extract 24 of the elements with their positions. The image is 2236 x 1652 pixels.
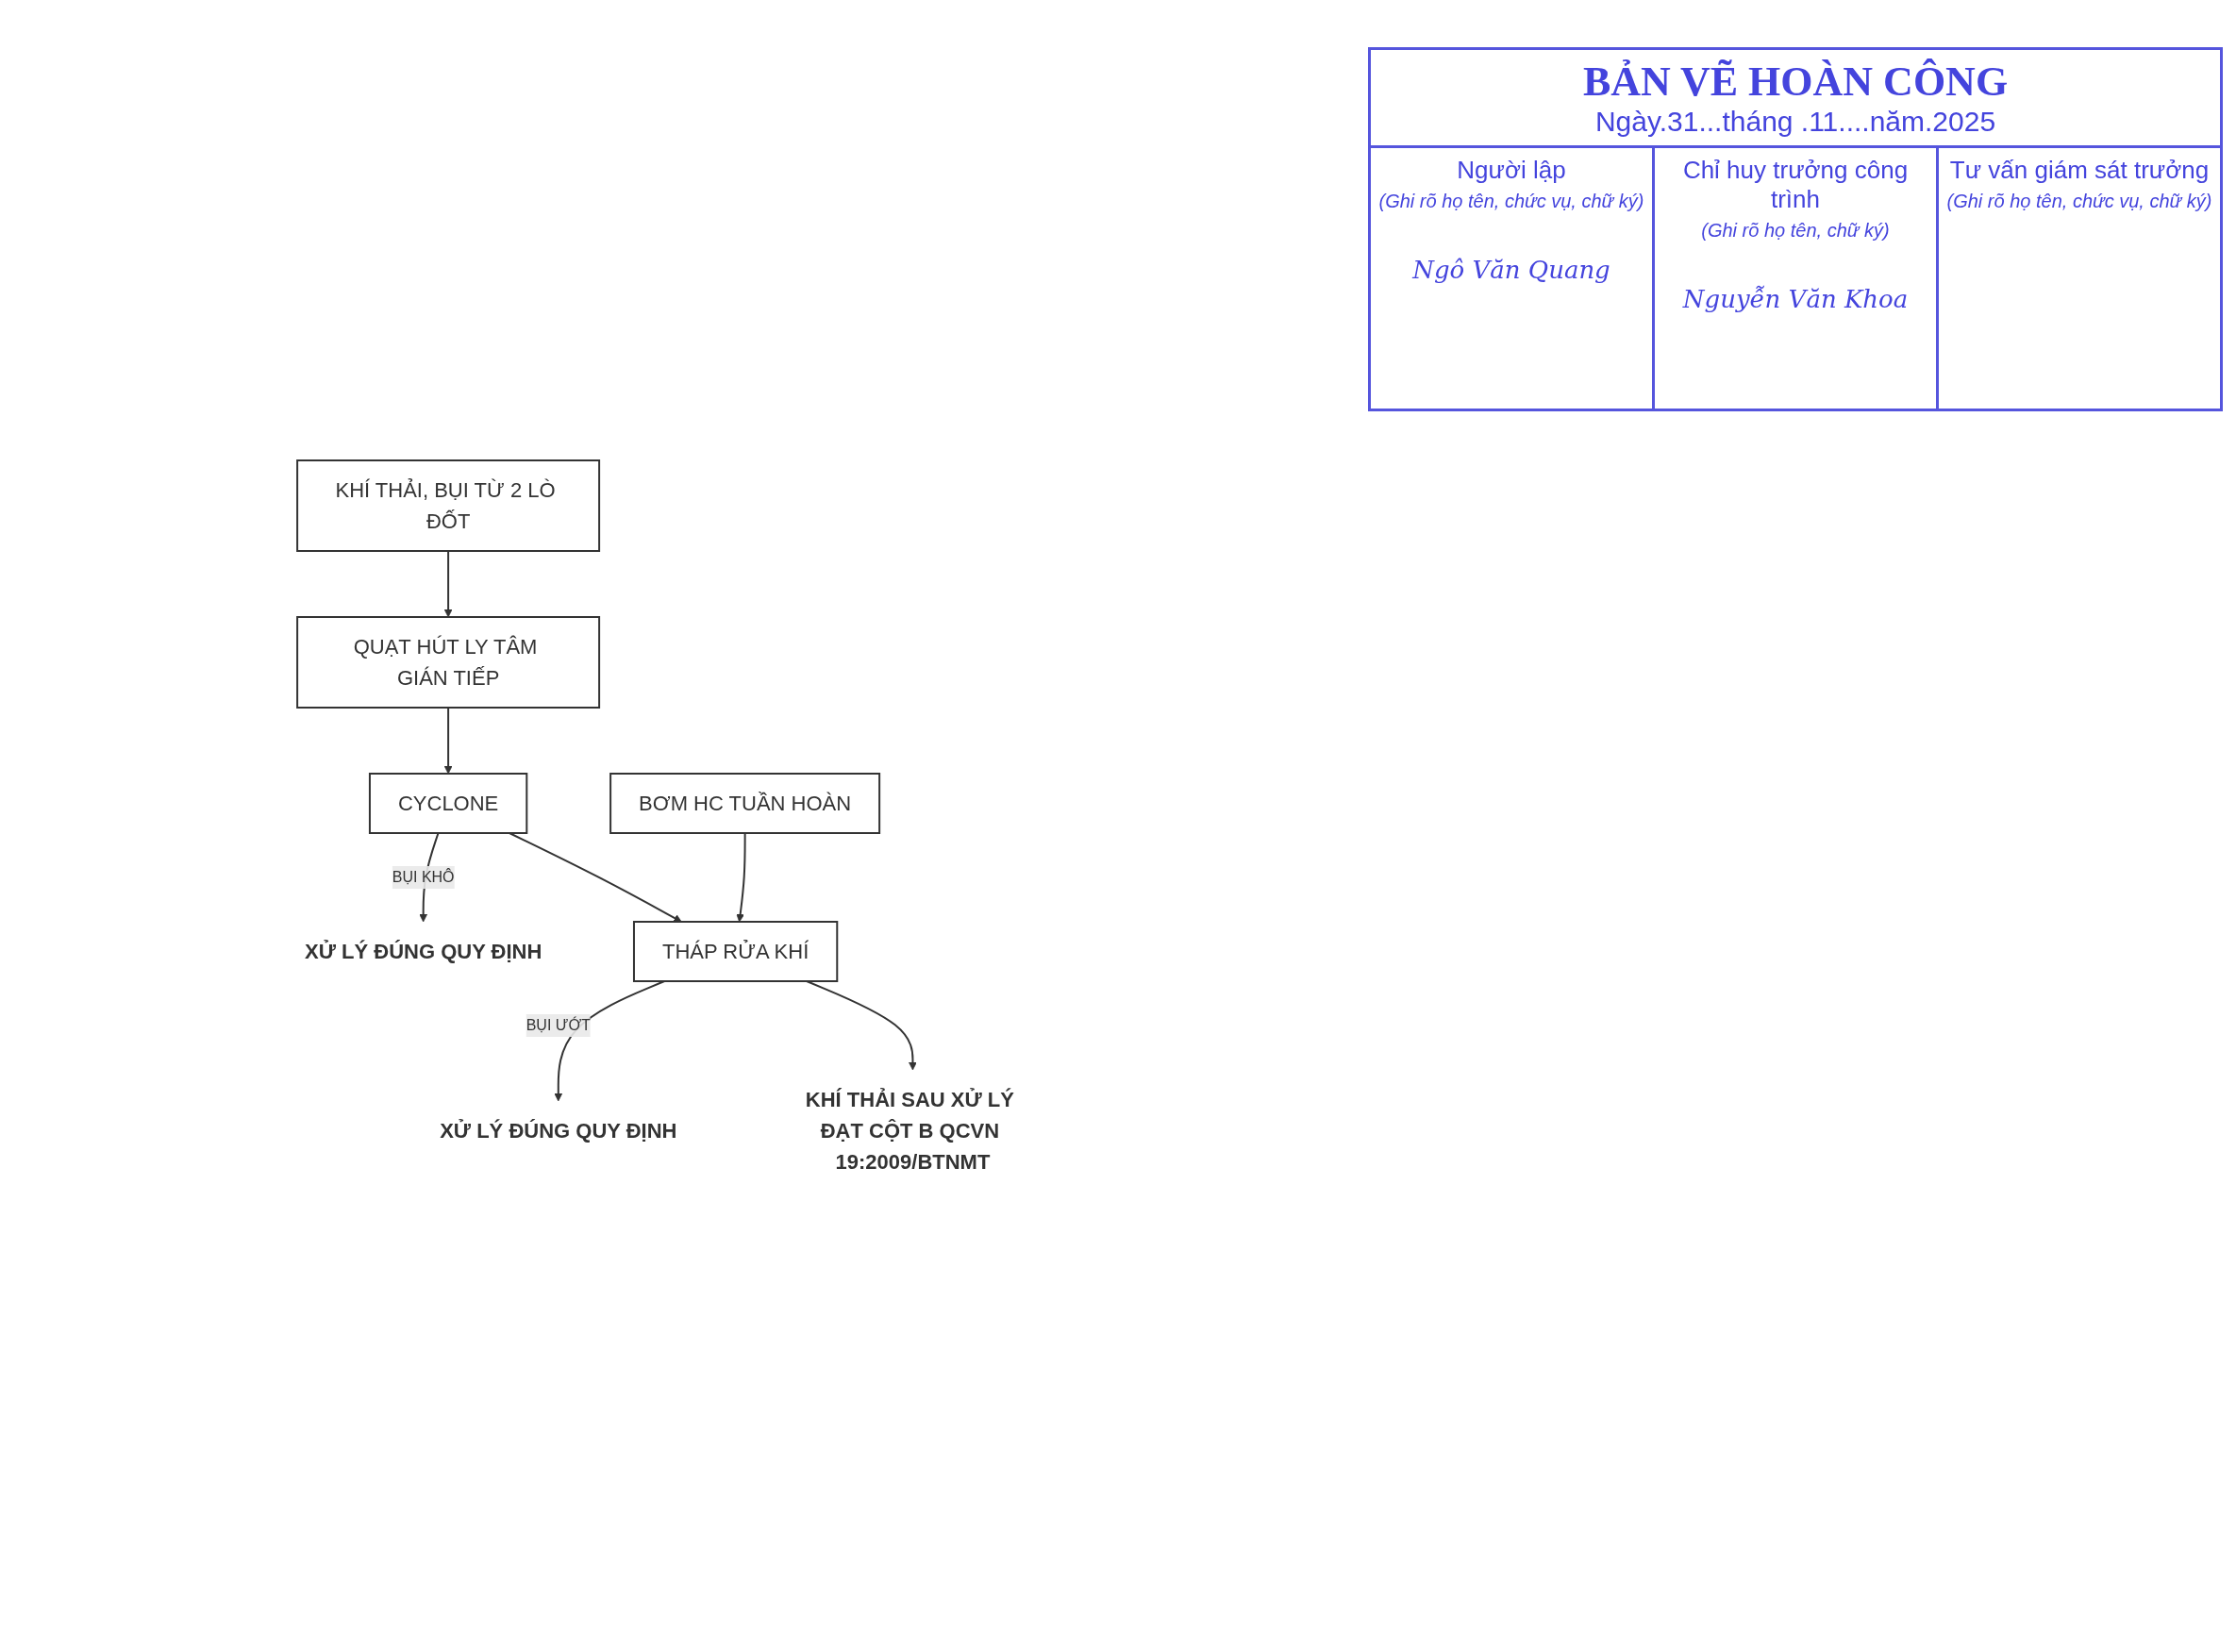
stamp-title: BẢN VẼ HOÀN CÔNG xyxy=(1581,58,2010,106)
edge-label: BỤI ƯỚT xyxy=(526,1017,591,1033)
column-heading: Tư vấn giám sát trưởng xyxy=(1948,156,2211,185)
node-box: BƠM HC TUẦN HOÀN xyxy=(609,773,880,834)
edge-label: BỤI KHÔ xyxy=(392,869,455,885)
note-text: (Ghi rõ họ tên, chữ ký) xyxy=(1700,220,1891,242)
arrow xyxy=(508,832,682,923)
node-text: XỬ LÝ ĐÚNG QUY ĐỊNH xyxy=(439,1119,677,1143)
node-box: KHÍ THẢI, BỤI TỪ 2 LÒ ĐỐT xyxy=(295,459,600,552)
signature-name: Nguyễn Văn Khoa xyxy=(1681,285,1910,313)
node-box: THÁP RỬA KHÍ xyxy=(632,921,839,982)
node-box: QUẠT HÚT LY TÂM GIÁN TIẾP xyxy=(295,616,600,709)
note-text: (Ghi rõ họ tên, chức vụ, chữ ký) xyxy=(1378,191,1644,212)
node-text: XỬ LÝ ĐÚNG QUY ĐỊNH xyxy=(304,940,542,963)
arrow xyxy=(736,832,746,923)
date-line: Ngày.31...tháng .11....năm.2025 xyxy=(1594,106,1997,138)
arrow xyxy=(443,550,453,618)
signature-name: Ngô Văn Quang xyxy=(1410,256,1611,284)
note-text: (Ghi rõ họ tên, chức vụ, chữ ký) xyxy=(1946,191,2212,212)
node-box: CYCLONE xyxy=(368,773,528,834)
arrow xyxy=(443,707,453,775)
node-text: KHÍ THẢI SAU XỬ LÝ ĐẠT CỘT B QCVN 19:2009/BTNMT xyxy=(805,1088,1014,1174)
column-heading: Người lập xyxy=(1456,156,1567,185)
column-heading: Chỉ huy trưởng công trình xyxy=(1681,156,1910,214)
